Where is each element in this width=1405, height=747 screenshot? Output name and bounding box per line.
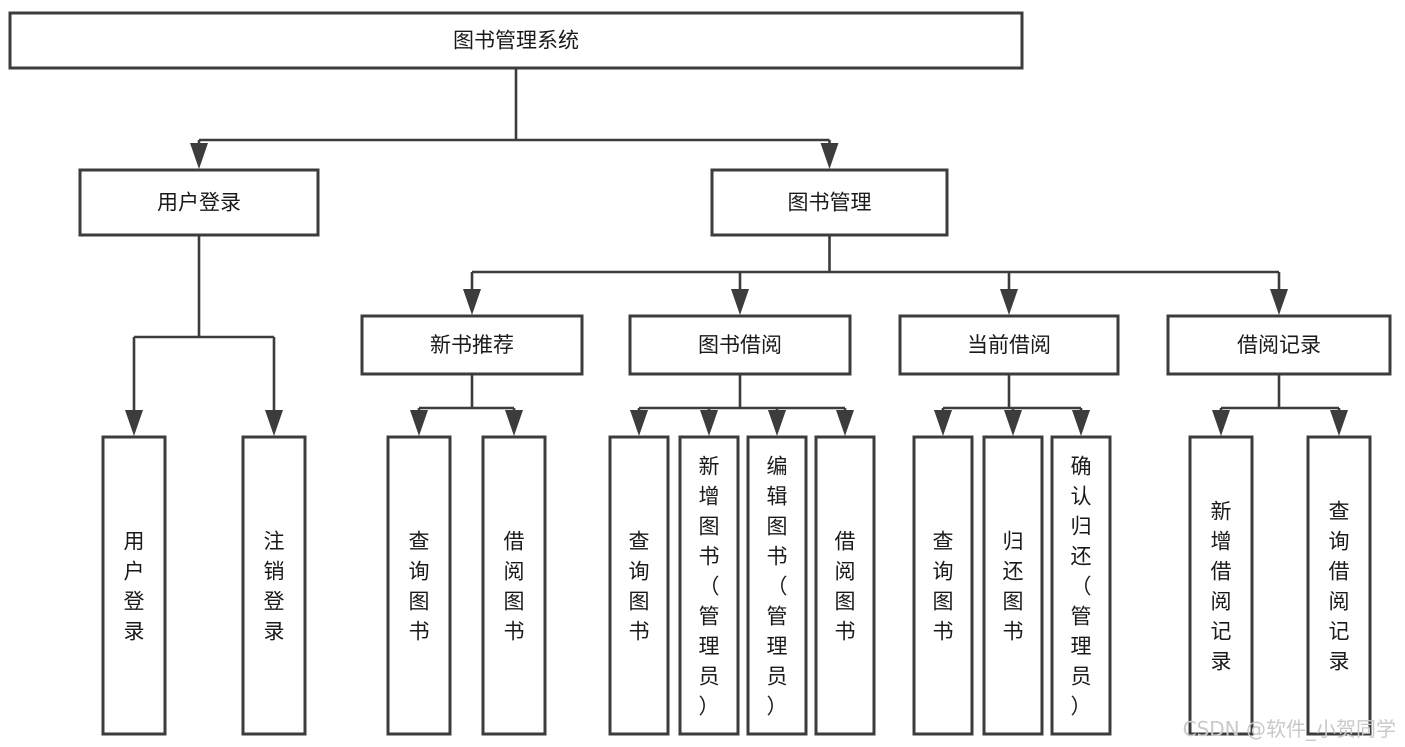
node-box-book-borrow (628, 314, 852, 376)
node-user-login[interactable]: 用户登录 (78, 168, 320, 237)
node-box-leaf-query-borrow-record (1306, 435, 1372, 736)
arrowhead-book-manage (820, 143, 839, 169)
node-box-book-manage (710, 168, 949, 237)
node-label-book-borrow: 图书借阅 (698, 333, 782, 357)
node-leaf-logout[interactable]: 注销登录 (241, 435, 307, 736)
node-leaf-query-book-recommend[interactable]: 查询图书 (386, 435, 452, 736)
node-leaf-confirm-return-admin[interactable]: 确认归还（管理员） (1050, 435, 1112, 736)
node-leaf-query-book-borrow[interactable]: 查询图书 (608, 435, 670, 736)
node-box-leaf-add-borrow-record (1188, 435, 1254, 736)
node-label-leaf-logout: 注销登录 (264, 530, 285, 644)
node-box-leaf-borrow-book-recommend (481, 435, 547, 736)
arrowhead-leaf-query-book-recommend (410, 410, 428, 436)
node-box-leaf-add-book-admin (678, 435, 740, 736)
node-leaf-borrow-book[interactable]: 借阅图书 (814, 435, 876, 736)
arrowhead-leaf-add-borrow-record (1212, 410, 1230, 436)
node-box-leaf-logout (241, 435, 307, 736)
node-label-leaf-query-book-recommend: 查询图书 (409, 530, 430, 644)
arrowhead-leaf-query-book-current (934, 410, 952, 436)
node-label-leaf-confirm-return-admin: 确认归还（管理员） (1071, 455, 1092, 719)
arrowhead-leaf-confirm-return-admin (1072, 410, 1090, 436)
arrowhead-borrow-record (1270, 289, 1288, 315)
node-book-manage[interactable]: 图书管理 (710, 168, 949, 237)
arrowhead-leaf-query-book-borrow (630, 410, 648, 436)
arrowhead-user-login (190, 143, 208, 169)
node-leaf-add-book-admin[interactable]: 新增图书（管理员） (678, 435, 740, 736)
node-box-leaf-user-login (101, 435, 167, 736)
arrowhead-leaf-borrow-book (836, 410, 854, 436)
node-label-leaf-return-book: 归还图书 (1003, 530, 1024, 644)
node-label-root: 图书管理系统 (453, 29, 579, 53)
node-label-leaf-borrow-book-recommend: 借阅图书 (504, 530, 525, 644)
node-box-leaf-return-book (982, 435, 1044, 736)
node-current-borrow[interactable]: 当前借阅 (898, 314, 1120, 376)
node-box-leaf-query-book-recommend (386, 435, 452, 736)
node-leaf-user-login[interactable]: 用户登录 (101, 435, 167, 736)
node-leaf-return-book[interactable]: 归还图书 (982, 435, 1044, 736)
arrowhead-new-book-recommend (463, 289, 481, 315)
node-leaf-add-borrow-record[interactable]: 新增借阅记录 (1188, 435, 1254, 736)
arrowhead-leaf-user-login (125, 410, 143, 436)
node-label-new-book-recommend: 新书推荐 (430, 333, 514, 357)
node-root[interactable]: 图书管理系统 (8, 11, 1024, 70)
node-leaf-borrow-book-recommend[interactable]: 借阅图书 (481, 435, 547, 736)
node-leaf-edit-book-admin[interactable]: 编辑图书（管理员） (746, 435, 808, 736)
arrowhead-book-borrow (731, 289, 749, 315)
node-label-leaf-add-book-admin: 新增图书（管理员） (699, 455, 720, 719)
node-label-leaf-edit-book-admin: 编辑图书（管理员） (767, 455, 788, 719)
node-box-new-book-recommend (360, 314, 584, 376)
node-label-current-borrow: 当前借阅 (967, 333, 1051, 357)
node-label-leaf-query-book-current: 查询图书 (933, 530, 954, 644)
node-box-leaf-query-book-current (912, 435, 974, 736)
arrowhead-leaf-logout (265, 410, 283, 436)
node-book-borrow[interactable]: 图书借阅 (628, 314, 852, 376)
node-leaf-query-borrow-record[interactable]: 查询借阅记录 (1306, 435, 1372, 736)
node-label-leaf-borrow-book: 借阅图书 (835, 530, 856, 644)
node-label-book-manage: 图书管理 (788, 191, 872, 215)
node-label-user-login: 用户登录 (157, 191, 241, 215)
node-box-current-borrow (898, 314, 1120, 376)
node-label-borrow-record: 借阅记录 (1237, 333, 1321, 357)
node-new-book-recommend[interactable]: 新书推荐 (360, 314, 584, 376)
arrowhead-leaf-edit-book-admin (768, 410, 786, 436)
node-borrow-record[interactable]: 借阅记录 (1166, 314, 1392, 376)
node-box-leaf-edit-book-admin (746, 435, 808, 736)
node-box-user-login (78, 168, 320, 237)
connector-layer (125, 68, 1348, 436)
arrowhead-leaf-add-book-admin (700, 410, 718, 436)
node-label-leaf-user-login: 用户登录 (124, 530, 145, 644)
node-label-leaf-query-borrow-record: 查询借阅记录 (1329, 500, 1350, 674)
node-box-root (8, 11, 1024, 70)
node-box-borrow-record (1166, 314, 1392, 376)
arrowhead-leaf-borrow-book-recommend (505, 410, 523, 436)
node-layer: 图书管理系统用户登录图书管理新书推荐图书借阅当前借阅借阅记录用户登录注销登录查询… (8, 11, 1392, 736)
node-label-leaf-query-book-borrow: 查询图书 (629, 530, 650, 644)
node-box-leaf-confirm-return-admin (1050, 435, 1112, 736)
node-label-leaf-add-borrow-record: 新增借阅记录 (1211, 500, 1232, 674)
node-box-leaf-query-book-borrow (608, 435, 670, 736)
arrowhead-current-borrow (1000, 289, 1018, 315)
node-leaf-query-book-current[interactable]: 查询图书 (912, 435, 974, 736)
arrowhead-leaf-query-borrow-record (1330, 410, 1348, 436)
arrowhead-leaf-return-book (1004, 410, 1022, 436)
csdn-watermark: CSDN @软件_小贺同学 (1183, 717, 1396, 741)
node-box-leaf-borrow-book (814, 435, 876, 736)
